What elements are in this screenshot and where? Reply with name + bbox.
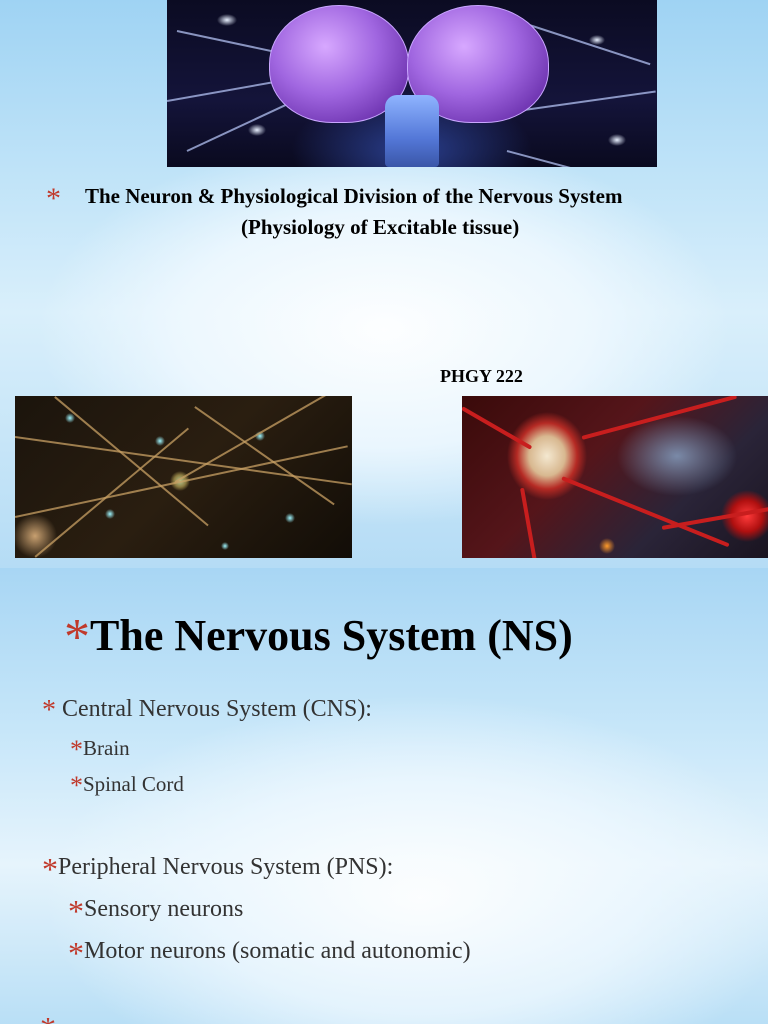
nerve-fiber	[506, 150, 653, 167]
blood-vessel	[661, 506, 768, 530]
list-item-spinal-cord: *Spinal Cord	[70, 768, 184, 800]
list-item-label: Motor neurons (somatic and autonomic)	[84, 938, 471, 964]
bullet-icon: *	[42, 851, 58, 887]
blood-vessel	[520, 487, 545, 558]
list-item-label: Sensory neurons	[84, 896, 244, 922]
neuron-fiber	[194, 406, 335, 505]
bullet-icon: *	[46, 182, 61, 215]
list-item-cns: * Central Nervous System (CNS):	[42, 692, 372, 726]
list-item-sensory: *Sensory neurons	[68, 887, 244, 929]
list-item-label: Central Nervous System (CNS):	[62, 696, 372, 722]
list-item-motor: *Motor neurons (somatic and autonomic)	[68, 929, 471, 971]
list-item-label: Brain	[83, 736, 130, 760]
heading-text: The Nervous System (NS)	[90, 611, 573, 660]
bullet-icon: *	[70, 735, 83, 764]
title-line-2: (Physiology of Excitable tissue)	[241, 215, 520, 239]
title-slide: * The Neuron & Physiological Division of…	[0, 0, 768, 568]
course-code: PHGY 222	[440, 366, 523, 386]
neuron-fiber	[34, 427, 189, 558]
title-line-1: The Neuron & Physiological Division of t…	[85, 184, 623, 208]
bullet-icon: *	[40, 1010, 56, 1024]
brain-stem	[385, 95, 439, 167]
list-item-brain: *Brain	[70, 732, 130, 764]
neuron-vessel-image	[462, 396, 768, 558]
blood-vessel	[462, 406, 533, 450]
bullet-icon: *	[68, 935, 84, 971]
bullet-icon: *	[70, 771, 83, 800]
neuron-network-image	[15, 396, 352, 558]
content-slide: *The Nervous System (NS) * Central Nervo…	[0, 568, 768, 1024]
bullet-icon: *	[42, 695, 56, 726]
blood-vessel	[581, 396, 738, 440]
blood-vessel	[561, 476, 730, 548]
list-item-pns: *Peripheral Nervous System (PNS):	[42, 845, 394, 887]
bullet-icon: *	[64, 609, 90, 666]
bullet-icon: *	[68, 893, 84, 929]
list-item-label: Spinal Cord	[83, 772, 184, 796]
list-item-partial: *	[40, 1004, 56, 1024]
neuron-fiber	[15, 445, 348, 518]
list-item-label: Peripheral Nervous System (PNS):	[58, 854, 394, 880]
brain-image	[167, 0, 657, 167]
slide-heading: *The Nervous System (NS)	[64, 604, 573, 666]
nerve-fiber	[167, 79, 286, 102]
